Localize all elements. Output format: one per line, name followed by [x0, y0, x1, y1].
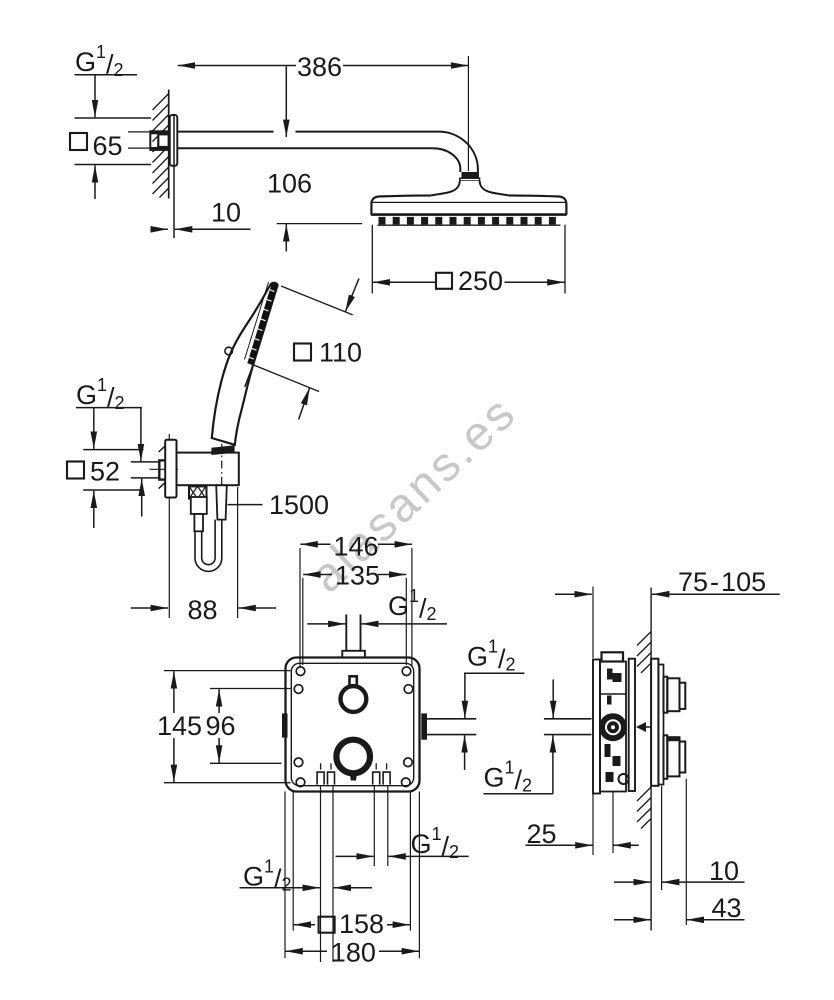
svg-text:75-105: 75-105	[678, 567, 766, 597]
svg-text:135: 135	[335, 561, 380, 591]
svg-text:386: 386	[297, 52, 342, 82]
svg-text:96: 96	[206, 711, 236, 741]
svg-text:43: 43	[712, 893, 742, 923]
svg-text:110: 110	[319, 338, 362, 368]
svg-text:25: 25	[527, 819, 557, 849]
svg-text:158: 158	[339, 909, 384, 939]
svg-text:146: 146	[334, 532, 379, 562]
svg-text:52: 52	[90, 457, 120, 487]
svg-text:1500: 1500	[269, 490, 329, 520]
svg-text:10: 10	[709, 856, 739, 886]
svg-text:250: 250	[458, 266, 503, 296]
svg-text:145: 145	[157, 711, 202, 741]
svg-text:180: 180	[331, 938, 376, 968]
svg-text:65: 65	[93, 131, 123, 161]
svg-text:88: 88	[188, 595, 218, 625]
svg-text:106: 106	[267, 169, 312, 199]
svg-text:10: 10	[211, 198, 241, 228]
